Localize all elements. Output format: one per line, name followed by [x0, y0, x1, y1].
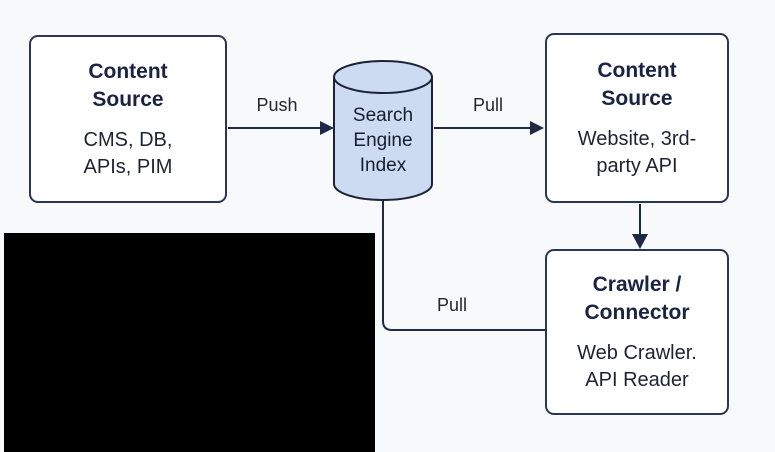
- node-subtitle: Website, 3rd- party API: [577, 127, 697, 177]
- pull-top-arrow: [434, 121, 544, 135]
- edge-label-push: Push: [256, 95, 298, 115]
- source-to-crawler-arrow: [632, 204, 648, 249]
- node-crawler-connector: Crawler / Connector Web Crawler. API Rea…: [545, 249, 729, 415]
- node-subtitle: CMS, DB, APIs, PIM: [83, 128, 173, 178]
- pull-bottom-line: [382, 201, 545, 331]
- node-content-source-left: Content Source CMS, DB, APIs, PIM: [29, 35, 227, 203]
- node-title: Content Source: [597, 58, 677, 110]
- node-title: Content Source: [88, 59, 168, 111]
- redaction-block: [4, 233, 375, 452]
- node-content-source-right: Content Source Website, 3rd- party API: [545, 33, 729, 203]
- push-arrow: [228, 121, 334, 135]
- arrowhead-down-icon: [632, 234, 648, 249]
- database-cylinder-icon: [333, 60, 433, 201]
- node-search-engine-index-label: Search Engine Index: [352, 105, 414, 176]
- edge-label-pull-bottom: Pull: [436, 295, 467, 315]
- node-subtitle: Web Crawler. API Reader: [577, 341, 697, 391]
- arrowhead-right-icon: [530, 121, 544, 135]
- edge-label-pull-top: Pull: [472, 95, 503, 115]
- arrowhead-right-icon: [320, 121, 334, 135]
- node-title: Crawler / Connector: [584, 272, 690, 324]
